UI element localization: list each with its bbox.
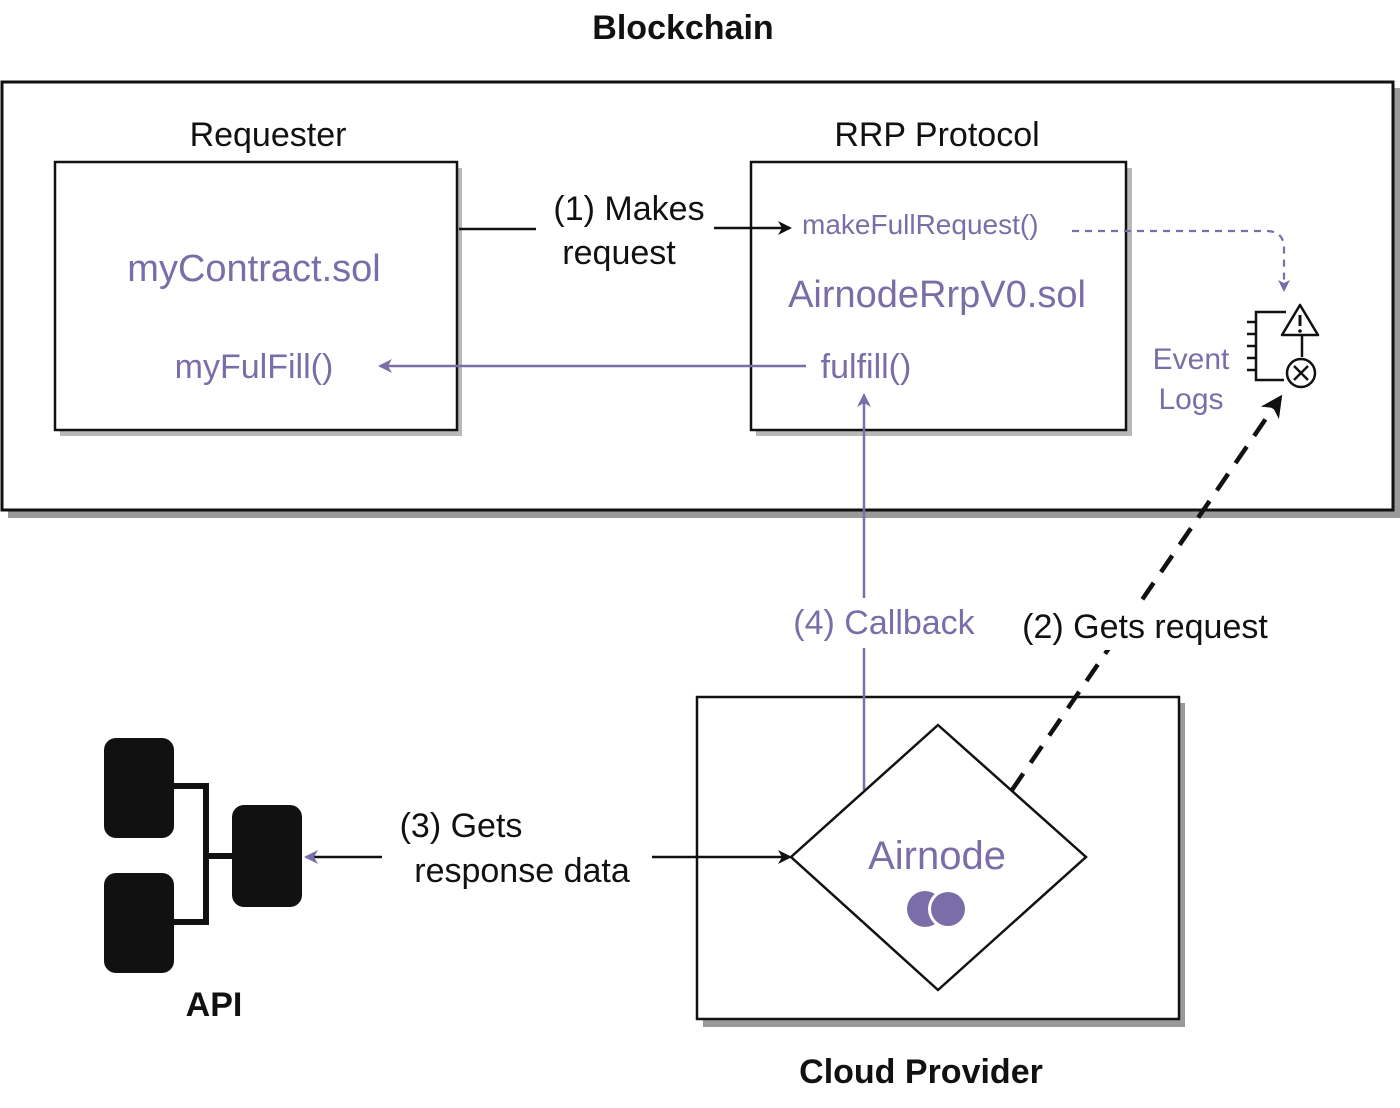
fulfill-label: fulfill() xyxy=(821,348,912,386)
rrp-protocol-box xyxy=(749,160,1132,436)
cloud-provider-title: Cloud Provider xyxy=(799,1053,1043,1091)
api3-logo-icon xyxy=(907,889,968,929)
airnode-label: Airnode xyxy=(868,834,1006,878)
rrp-protocol-title: RRP Protocol xyxy=(834,116,1039,154)
gets-request-dashed-arrow xyxy=(1010,394,1283,792)
step2-label: (2) Gets request xyxy=(1022,608,1268,646)
api-icon xyxy=(104,738,302,973)
blockchain-container xyxy=(0,80,1400,518)
step3-label-line2: response data xyxy=(414,852,630,890)
make-full-request-label: makeFullRequest() xyxy=(802,209,1039,240)
step4-label: (4) Callback xyxy=(793,604,975,642)
event-log-icon xyxy=(1247,303,1320,389)
airnode-node xyxy=(789,723,1088,992)
my-fulfill-label: myFulFill() xyxy=(175,348,334,386)
requester-box xyxy=(53,160,462,436)
step3-label-line1: (3) Gets xyxy=(400,807,523,845)
step1-label-line2: request xyxy=(562,234,676,272)
event-logs-label-line1: Event xyxy=(1153,343,1230,376)
my-contract-label: myContract.sol xyxy=(127,248,380,290)
airnode-rrp-contract-label: AirnodeRrpV0.sol xyxy=(788,274,1086,316)
event-logs-label-line2: Logs xyxy=(1158,383,1223,416)
blockchain-title: Blockchain xyxy=(592,9,773,47)
request-to-event-logs-dashed-arrow xyxy=(1072,229,1290,292)
api-title: API xyxy=(186,986,243,1024)
step1-label-line1: (1) Makes xyxy=(553,190,704,228)
requester-title: Requester xyxy=(190,116,347,154)
